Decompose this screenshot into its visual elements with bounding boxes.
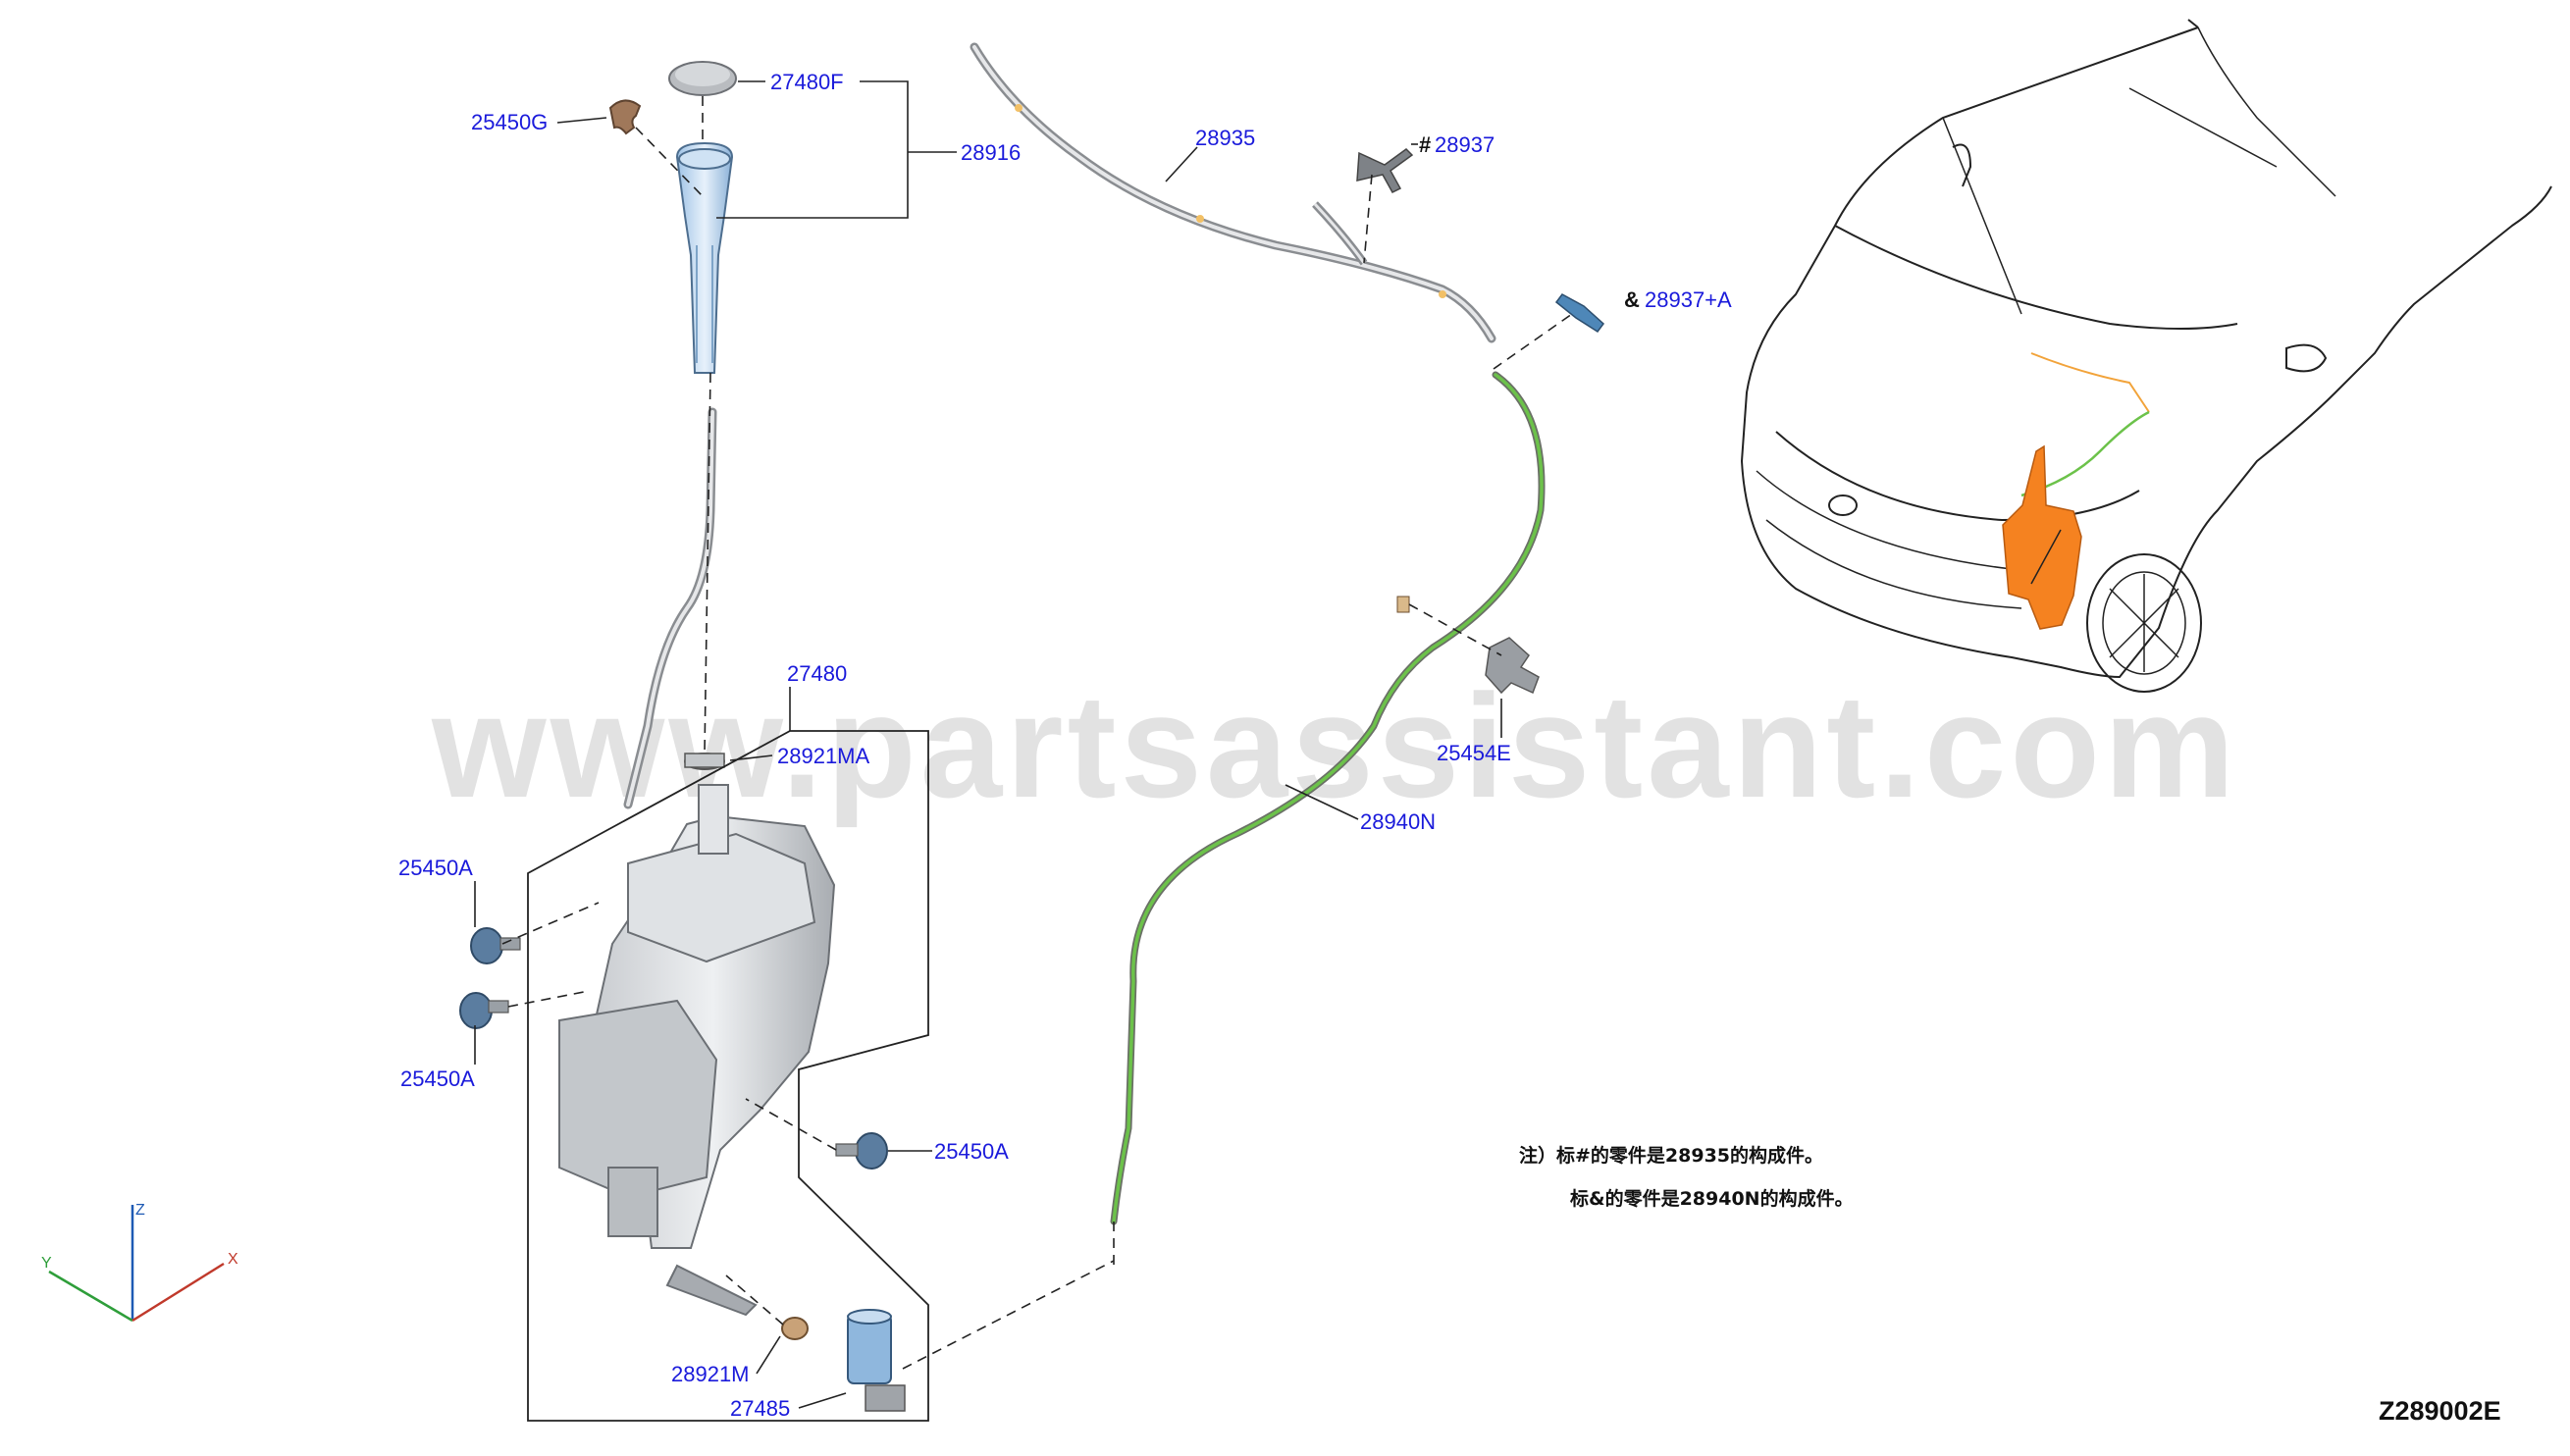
label-27480: 27480: [787, 661, 847, 686]
hose-joint: [1396, 596, 1410, 613]
part-labels: 27480F 25450G 28916 28935 # 28937 & 2893…: [398, 70, 1732, 1421]
label-25450A-right: 25450A: [934, 1139, 1009, 1164]
label-28940N: 28940N: [1360, 809, 1436, 834]
label-28935: 28935: [1195, 126, 1255, 150]
tank-group-outline: [527, 730, 929, 1422]
note-line-2: 标&的零件是28940N的构成件。: [1570, 1187, 1854, 1210]
grommet-28921M: [781, 1317, 809, 1340]
watermark-text: www.partsassistant.com: [431, 663, 2238, 828]
label-25450G: 25450G: [471, 110, 548, 134]
clip-28937: [1356, 148, 1414, 193]
leader-lines: [474, 80, 1502, 1409]
label-28916: 28916: [961, 140, 1021, 165]
washer-pump-27485: [847, 1309, 906, 1412]
label-28921MA: 28921MA: [777, 744, 870, 768]
vehicle-location-view: [1740, 19, 2552, 693]
bracket-25454E: [1485, 637, 1540, 695]
clip-25450A-left-upper: [470, 927, 521, 964]
axis-triad: Z Y X: [41, 1202, 238, 1323]
note-line-1: 注）标#的零件是28935的构成件。: [1519, 1144, 1823, 1167]
washer-tank-27480: [558, 814, 836, 1317]
axis-label-z: Z: [135, 1202, 145, 1219]
label-28937A-prefix: &: [1624, 287, 1640, 312]
tank-location-highlight: [2002, 444, 2082, 630]
clip-25450A-right: [835, 1132, 888, 1170]
label-25450A-upper: 25450A: [398, 856, 473, 880]
axis-label-y: Y: [41, 1255, 52, 1272]
diagram-code: Z289002E: [2379, 1396, 2501, 1426]
label-27485: 27485: [730, 1396, 790, 1421]
label-27480F: 27480F: [770, 70, 844, 94]
filler-cap-27480F: [668, 61, 737, 96]
hose-28940N: [1110, 371, 1546, 1225]
label-25450A-lower: 25450A: [400, 1066, 475, 1091]
connector-28937A: [1554, 293, 1605, 334]
clip-25450A-left-lower: [459, 992, 509, 1029]
label-28921M: 28921M: [671, 1362, 750, 1386]
label-28937: 28937: [1435, 132, 1495, 157]
hose-28935: [970, 42, 1496, 343]
axis-label-x: X: [228, 1251, 238, 1268]
filler-neck-28916: [675, 141, 734, 374]
assembly-lines: [501, 96, 1573, 1370]
tank-neck: [698, 784, 729, 855]
label-25454E: 25454E: [1437, 741, 1511, 765]
grommet-28921MA: [684, 753, 725, 770]
label-28937A: 28937+A: [1645, 287, 1732, 312]
clip-25450G: [608, 99, 642, 135]
label-28937-prefix: #: [1419, 132, 1431, 157]
